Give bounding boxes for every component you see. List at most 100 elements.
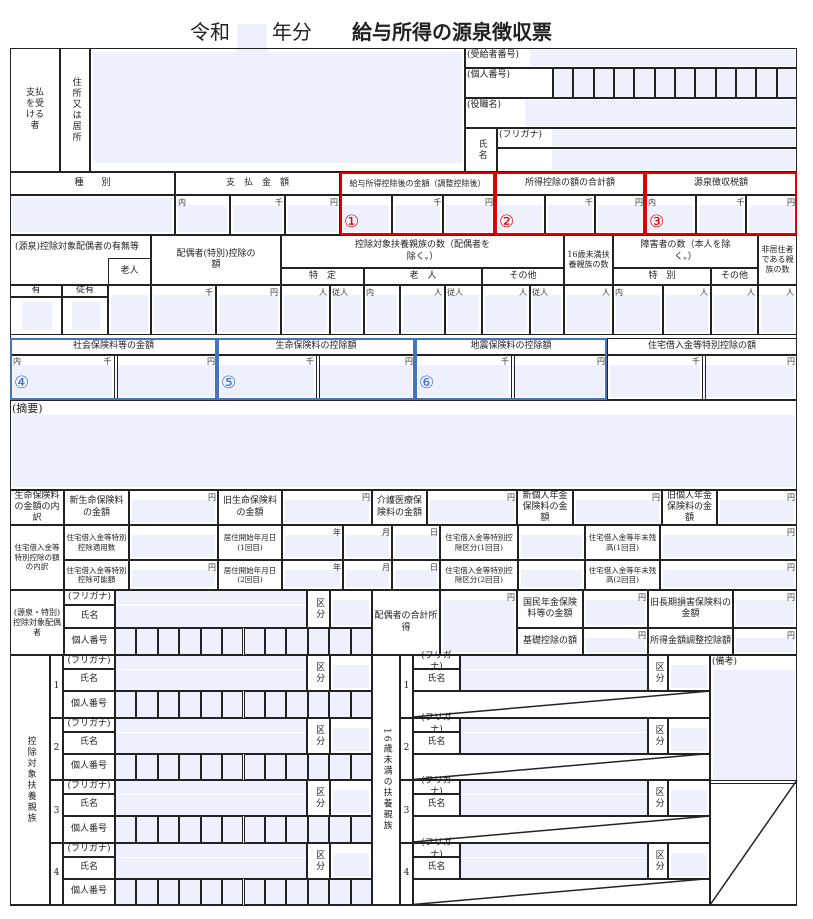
furigana-input[interactable] xyxy=(552,130,795,146)
dependent-my-number-digit-box[interactable] xyxy=(243,691,265,718)
under16-category[interactable] xyxy=(671,727,707,751)
dependent-my-number-digit-box[interactable] xyxy=(157,878,180,905)
under16-furigana-input[interactable] xyxy=(460,843,648,857)
dependent-my-number-digit-box[interactable] xyxy=(350,691,372,718)
under16-furigana-input[interactable] xyxy=(460,656,648,669)
balance-1[interactable] xyxy=(663,535,794,557)
total-deduction-amount[interactable] xyxy=(498,205,542,232)
applicable-count[interactable] xyxy=(132,535,215,557)
dependent-my-number-digit-box[interactable] xyxy=(136,753,158,780)
dependent-my-number-digit-box[interactable] xyxy=(286,816,308,843)
dependent-my-number-digit-box[interactable] xyxy=(157,753,180,780)
dependent-my-number-digit-box[interactable] xyxy=(350,816,372,843)
dependent-furigana-input[interactable] xyxy=(115,843,307,857)
dependent-my-number-digit-box[interactable] xyxy=(286,691,308,718)
dependent-my-number-digit-box[interactable] xyxy=(307,878,330,905)
recipient-number-input[interactable] xyxy=(530,50,795,66)
dependent-my-number-digit-box[interactable] xyxy=(264,878,287,905)
under16-name-input[interactable] xyxy=(460,670,648,690)
dependent-my-number-digit-box[interactable] xyxy=(179,753,201,780)
dependent-name-input[interactable] xyxy=(115,670,307,690)
spouse-my-number-digit-box[interactable] xyxy=(329,628,351,655)
dependent-furigana-input[interactable] xyxy=(115,718,307,732)
start-year-1[interactable] xyxy=(285,535,340,557)
dependent-category[interactable] xyxy=(333,852,369,876)
start-month-1[interactable] xyxy=(346,535,389,557)
dependent-furigana-input[interactable] xyxy=(115,656,307,669)
under16-name-input[interactable] xyxy=(460,795,648,815)
spouse-total-income[interactable] xyxy=(443,600,514,652)
spouse-my-number-digit-box[interactable] xyxy=(350,628,372,655)
dependent-name-input[interactable] xyxy=(115,857,307,878)
dependent-category[interactable] xyxy=(333,790,369,813)
dependent-my-number-digit-box[interactable] xyxy=(115,816,137,843)
tax-amount[interactable] xyxy=(698,205,744,232)
spouse-elderly[interactable] xyxy=(111,295,148,332)
dependent-furigana-input[interactable] xyxy=(115,781,307,794)
life-yen-input[interactable] xyxy=(318,365,412,397)
spouse-my-number-digit-box[interactable] xyxy=(264,628,287,655)
address-input[interactable] xyxy=(93,52,462,163)
tax-amount[interactable] xyxy=(749,205,794,232)
dependent-category[interactable] xyxy=(333,727,369,751)
count[interactable] xyxy=(616,295,660,332)
my-number-digit-box[interactable] xyxy=(736,68,757,98)
count[interactable] xyxy=(485,295,527,332)
my-number-digit-box[interactable] xyxy=(634,68,655,98)
old-longterm[interactable] xyxy=(736,600,794,625)
dependent-my-number-digit-box[interactable] xyxy=(136,878,158,905)
spouse-my-number-digit-box[interactable] xyxy=(179,628,201,655)
count[interactable] xyxy=(448,295,479,332)
dependent-my-number-digit-box[interactable] xyxy=(200,816,223,843)
dependent-my-number-digit-box[interactable] xyxy=(200,753,223,780)
social-thousands-input[interactable] xyxy=(13,365,112,397)
dependent-my-number-digit-box[interactable] xyxy=(307,691,330,718)
dependent-my-number-digit-box[interactable] xyxy=(179,816,201,843)
spouse-my-number-digit-box[interactable] xyxy=(307,628,330,655)
under16-furigana-input[interactable] xyxy=(460,718,648,732)
start-day-2[interactable] xyxy=(395,570,437,587)
housing-category-1[interactable] xyxy=(521,535,582,557)
payment-amount[interactable] xyxy=(178,205,227,232)
spouse-deduction-yen[interactable] xyxy=(219,295,278,332)
dependent-my-number-digit-box[interactable] xyxy=(329,691,351,718)
my-number-digit-box[interactable] xyxy=(553,68,574,98)
dependent-name-input[interactable] xyxy=(115,732,307,753)
dependent-my-number-digit-box[interactable] xyxy=(243,816,265,843)
payment-amount[interactable] xyxy=(288,205,337,232)
dependent-my-number-digit-box[interactable] xyxy=(286,753,308,780)
total-deduction-amount[interactable] xyxy=(598,205,642,232)
under16-name-input[interactable] xyxy=(460,857,648,878)
tax-amount[interactable] xyxy=(648,205,693,232)
dependent-category[interactable] xyxy=(333,665,369,688)
dependent-my-number-digit-box[interactable] xyxy=(179,878,201,905)
remarks-input[interactable] xyxy=(12,415,795,487)
earthquake-yen-input[interactable] xyxy=(513,365,604,397)
count[interactable] xyxy=(533,295,561,332)
dependent-my-number-digit-box[interactable] xyxy=(286,878,308,905)
dependent-my-number-digit-box[interactable] xyxy=(350,878,372,905)
dependent-my-number-digit-box[interactable] xyxy=(243,878,265,905)
new-pension-amount[interactable] xyxy=(576,500,659,522)
notes-input[interactable] xyxy=(713,670,795,780)
dependent-my-number-digit-box[interactable] xyxy=(222,878,244,905)
new-life-amount[interactable] xyxy=(132,500,215,522)
count[interactable] xyxy=(761,295,794,332)
my-number-digit-box[interactable] xyxy=(654,68,675,98)
dependent-my-number-digit-box[interactable] xyxy=(222,816,244,843)
count[interactable] xyxy=(666,295,708,332)
after-deduction-amount[interactable] xyxy=(394,205,441,232)
dependent-my-number-digit-box[interactable] xyxy=(329,753,351,780)
possible-amount[interactable] xyxy=(132,570,215,587)
start-day-1[interactable] xyxy=(395,535,437,557)
spouse-my-number-digit-box[interactable] xyxy=(136,628,158,655)
dependent-my-number-digit-box[interactable] xyxy=(264,816,287,843)
my-number-digit-box[interactable] xyxy=(776,68,797,98)
spouse-ju-yes-input[interactable] xyxy=(72,302,100,330)
count[interactable] xyxy=(567,295,610,332)
housing-thousands-input[interactable] xyxy=(610,365,700,397)
dependent-name-input[interactable] xyxy=(115,795,307,815)
year-input[interactable] xyxy=(237,24,267,52)
start-year-2[interactable] xyxy=(285,570,340,587)
dependent-my-number-digit-box[interactable] xyxy=(157,816,180,843)
